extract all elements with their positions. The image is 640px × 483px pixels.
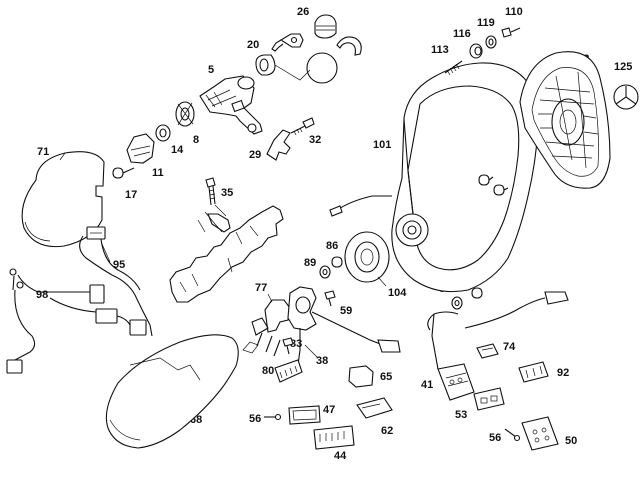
label-83: 83 [290, 338, 302, 350]
label-62: 62 [381, 425, 393, 437]
label-47: 47 [323, 404, 335, 416]
label-44: 44 [334, 450, 347, 462]
label-59: 59 [340, 305, 352, 317]
part-68-cover [105, 334, 239, 449]
part-32-bolt [290, 117, 315, 136]
label-77: 77 [255, 282, 267, 294]
part-56b-pin [504, 428, 521, 442]
part-62-plate [356, 397, 393, 419]
label-38: 38 [316, 355, 328, 367]
part-steering-column-tube [169, 204, 284, 303]
label-71: 71 [37, 146, 49, 158]
part-41-switch-connector [431, 313, 475, 401]
part-80-connector [274, 359, 303, 383]
part-86b-screw [471, 287, 483, 299]
label-20: 20 [247, 39, 259, 51]
part-50-connector [521, 416, 559, 451]
label-119: 119 [477, 17, 495, 29]
label-104: 104 [388, 287, 407, 299]
label-101: 101 [373, 139, 391, 151]
part-77-switch [242, 293, 291, 357]
label-95: 95 [113, 259, 125, 271]
label-113: 113 [431, 44, 449, 56]
label-86a: 86 [326, 240, 338, 252]
label-14: 14 [171, 144, 184, 156]
part-14-ring [155, 124, 171, 142]
label-5: 5 [208, 64, 214, 76]
part-11-lock-insert [126, 133, 155, 164]
part-74-clip [476, 343, 499, 359]
part-119-washer [485, 35, 497, 49]
part-47-frame [288, 405, 321, 425]
part-128-screw [478, 174, 494, 186]
part-107-screw [493, 184, 509, 196]
part-26-boot [314, 14, 337, 39]
label-29: 29 [249, 149, 261, 161]
part-113-spring [444, 60, 463, 76]
label-56a: 56 [249, 413, 261, 425]
part-104-contact-ring [344, 231, 390, 287]
part-29-bracket [266, 129, 291, 161]
label-53: 53 [455, 409, 467, 421]
part-101-steering-wheel [329, 62, 539, 293]
label-89a: 89 [304, 257, 316, 269]
part-116-cap [469, 43, 483, 59]
part-44-connector [313, 425, 355, 450]
label-56b: 56 [489, 432, 501, 444]
label-65: 65 [380, 371, 392, 383]
part-stalk-switch [427, 291, 569, 331]
label-92: 92 [557, 367, 569, 379]
label-35: 35 [221, 187, 233, 199]
part-5-lock-housing [199, 75, 263, 135]
label-26: 26 [297, 6, 309, 18]
part-98-harness [6, 268, 147, 374]
part-65-clip [348, 365, 374, 388]
part-20-key [255, 33, 304, 76]
part-95-harness [79, 226, 153, 337]
label-41: 41 [421, 379, 433, 391]
label-8: 8 [193, 134, 199, 146]
part-125-emblem [613, 84, 639, 110]
part-17-screw [112, 167, 135, 179]
part-59-screw [324, 290, 336, 307]
part-86a-screw [331, 256, 343, 268]
label-50: 50 [565, 435, 577, 447]
part-83-screw [282, 337, 294, 355]
label-80: 80 [262, 365, 274, 377]
label-11: 11 [152, 167, 164, 179]
label-17: 17 [125, 189, 137, 201]
part-92-connector [518, 361, 549, 383]
part-110-screw [501, 27, 521, 38]
label-116: 116 [453, 28, 471, 40]
part-89a-washer [319, 265, 331, 279]
part-122-pad [519, 51, 611, 189]
part-89b-washer [451, 296, 463, 310]
part-38-combination-switch [287, 286, 401, 366]
label-125: 125 [614, 61, 632, 73]
part-35-bolt [205, 177, 216, 206]
label-32: 32 [309, 134, 321, 146]
label-74: 74 [503, 341, 516, 353]
label-98: 98 [36, 289, 48, 301]
part-8-disk [175, 101, 195, 127]
part-56a-pin [264, 413, 282, 421]
part-23-clip [274, 36, 362, 84]
part-53-connector [473, 387, 505, 411]
label-110: 110 [505, 6, 523, 18]
